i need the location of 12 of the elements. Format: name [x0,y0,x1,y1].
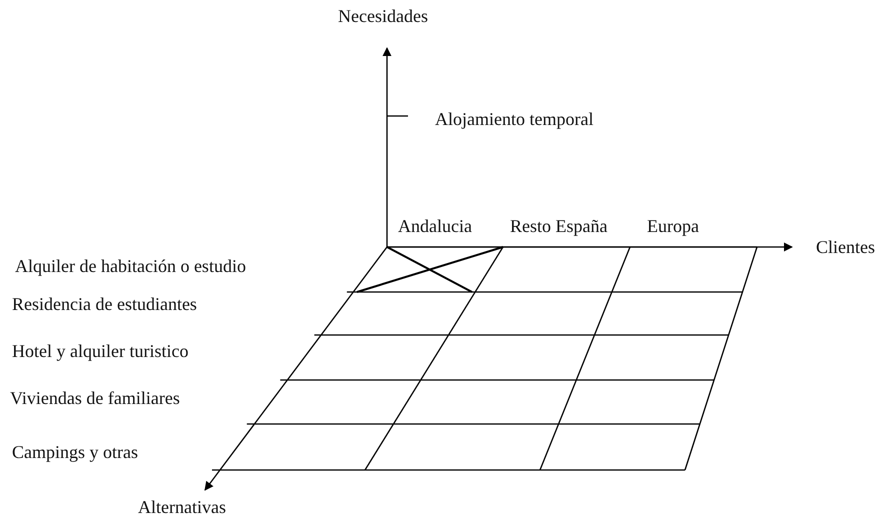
row-label: Hotel y alquiler turistico [12,340,188,362]
row-label: Residencia de estudiantes [12,293,197,315]
row-label: Campings y otras [12,441,138,463]
row-label: Alquiler de habitación o estudio [15,255,246,277]
column-label: Resto España [510,215,608,237]
column-label: Europa [647,215,699,237]
column-label: Andalucia [398,215,472,237]
row-label: Viviendas de familiares [10,387,180,409]
axis-label: Clientes [816,236,875,258]
axis-label: Alternativas [138,496,226,518]
axis-label: Necesidades [338,5,428,27]
axis-label: Alojamiento temporal [435,108,594,130]
